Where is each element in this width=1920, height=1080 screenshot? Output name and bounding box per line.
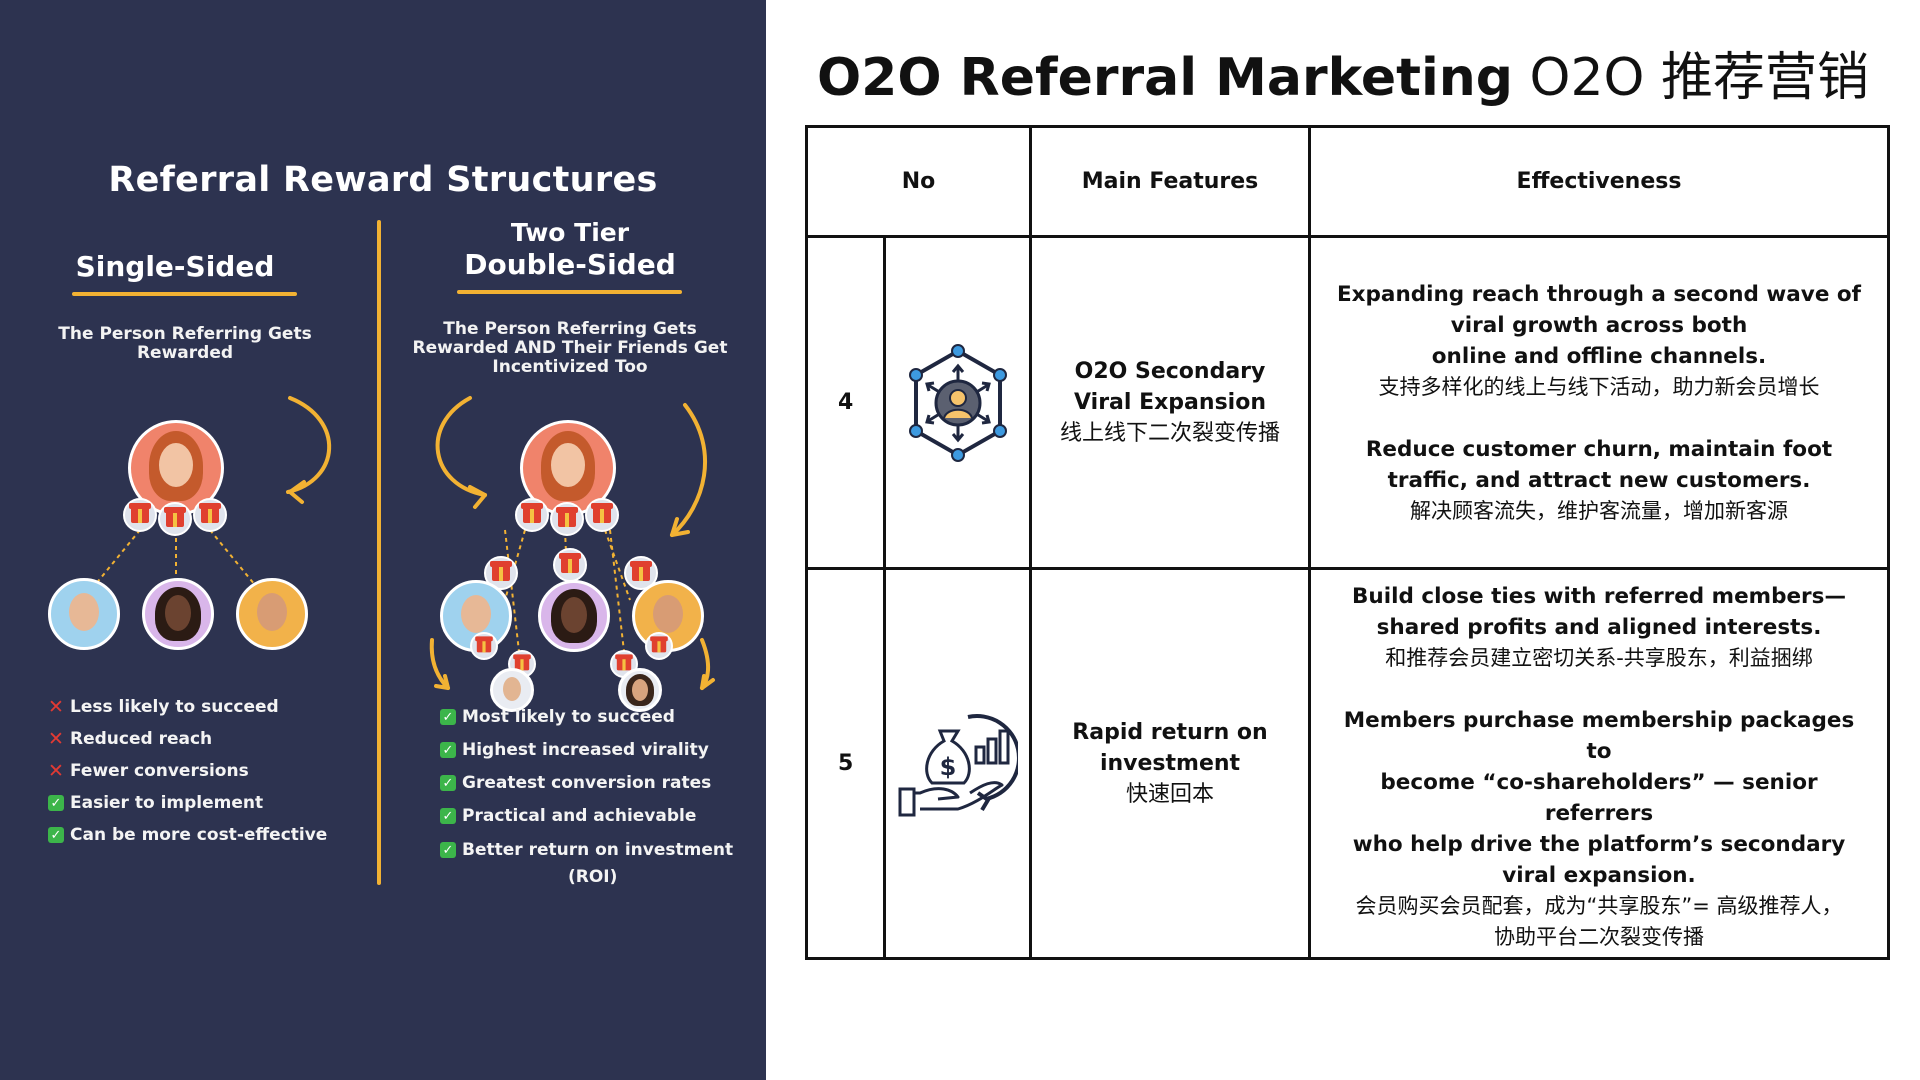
- referral-infographic: Referral Reward Structures Single-Sided …: [0, 0, 766, 1080]
- cross-icon: ✕: [48, 759, 64, 782]
- list-item: ✕Less likely to succeed: [48, 695, 279, 718]
- gift-icon: [515, 498, 549, 532]
- gift-icon: [553, 548, 587, 582]
- second-tier-avatar: [490, 668, 534, 712]
- list-item: ✓Can be more cost-effective: [48, 819, 327, 851]
- referrer-avatar-double: [520, 420, 616, 516]
- list-item: ✕Fewer conversions: [48, 759, 249, 782]
- arrow-head-double-left: [468, 485, 487, 509]
- list-item: ✕Reduced reach: [48, 727, 213, 750]
- single-sided-list: ✕Less likely to succeed ✕Reduced reach ✕…: [48, 691, 327, 851]
- header-main-features: Main Features: [1081, 169, 1259, 194]
- gift-icon: [645, 632, 673, 660]
- friend-avatar-double: [538, 580, 610, 652]
- flow-arrows: [94, 396, 715, 690]
- svg-text:$: $: [939, 753, 956, 781]
- infographic-title: Referral Reward Structures: [108, 160, 658, 200]
- double-sided-underline: [457, 290, 682, 294]
- list-item: ✓Most likely to succeed: [440, 701, 733, 733]
- check-icon: ✓: [48, 827, 64, 843]
- list-item: ✓Better return on investment: [440, 833, 733, 867]
- arrow-head-low-right: [700, 674, 715, 690]
- check-icon: ✓: [440, 709, 456, 725]
- header-effectiveness: Effectiveness: [1516, 169, 1682, 194]
- list-item-tail: (ROI): [568, 867, 618, 887]
- row-number: 4: [838, 390, 854, 415]
- gift-icon: [484, 556, 518, 590]
- money-return-icon: $: [886, 570, 1029, 957]
- check-icon: ✓: [440, 808, 456, 824]
- list-item: ✓Easier to implement: [48, 787, 327, 819]
- single-sided-description: The Person Referring Gets Rewarded: [58, 324, 312, 363]
- two-tier-heading: Two Tier: [510, 218, 630, 247]
- second-tier-avatar: [618, 668, 662, 712]
- single-sided-heading: Single-Sided: [75, 250, 275, 283]
- arrow-head-double-right: [670, 517, 690, 537]
- header-no: No: [901, 169, 936, 194]
- gift-icon: [123, 498, 157, 532]
- feature-cell: O2O Secondary Viral Expansion 线上线下二次裂变传播: [1059, 359, 1280, 446]
- gift-icon: [193, 498, 227, 532]
- list-item: ✓Practical and achievable: [440, 799, 733, 833]
- effectiveness-cell: Build close ties with referred members— …: [1343, 583, 1855, 949]
- arrow-curve-single: [286, 396, 332, 494]
- arrow-curve-double-left: [435, 396, 487, 497]
- page-title: O2O Referral Marketing O2O 推荐营销: [816, 48, 1870, 108]
- check-icon: ✓: [440, 842, 456, 858]
- network-hub-icon: [886, 238, 1029, 567]
- list-item: ✓Highest increased virality: [440, 733, 733, 767]
- gift-icon: [158, 502, 192, 536]
- friend-avatar: [142, 578, 214, 650]
- double-sided-heading: Double-Sided: [464, 248, 676, 281]
- column-divider: [377, 220, 381, 885]
- double-sided-description: The Person Referring Gets Rewarded AND T…: [412, 319, 728, 377]
- features-table: No Main Features Effectiveness 4 O2O Se: [805, 125, 1890, 960]
- row-number: 5: [838, 751, 854, 776]
- list-item: ✓Greatest conversion rates: [440, 767, 733, 799]
- gift-icon: [585, 498, 619, 532]
- cross-icon: ✕: [48, 727, 64, 750]
- friend-avatar: [48, 578, 120, 650]
- arrow-curve-double-right: [670, 403, 708, 537]
- feature-cell: Rapid return on investment 快速回本: [1072, 720, 1268, 807]
- friend-avatar: [236, 578, 308, 650]
- cross-icon: ✕: [48, 695, 64, 718]
- arrow-head-low-left: [434, 674, 450, 690]
- effectiveness-cell: Expanding reach through a second wave of…: [1336, 281, 1862, 523]
- check-icon: ✓: [440, 742, 456, 758]
- gift-icon: [550, 502, 584, 536]
- check-icon: ✓: [48, 795, 64, 811]
- double-sided-list: ✓Most likely to succeed ✓Highest increas…: [440, 701, 733, 891]
- gift-icon: [470, 632, 498, 660]
- arrow-head-single: [288, 480, 306, 504]
- check-icon: ✓: [440, 775, 456, 791]
- single-sided-underline: [72, 292, 297, 296]
